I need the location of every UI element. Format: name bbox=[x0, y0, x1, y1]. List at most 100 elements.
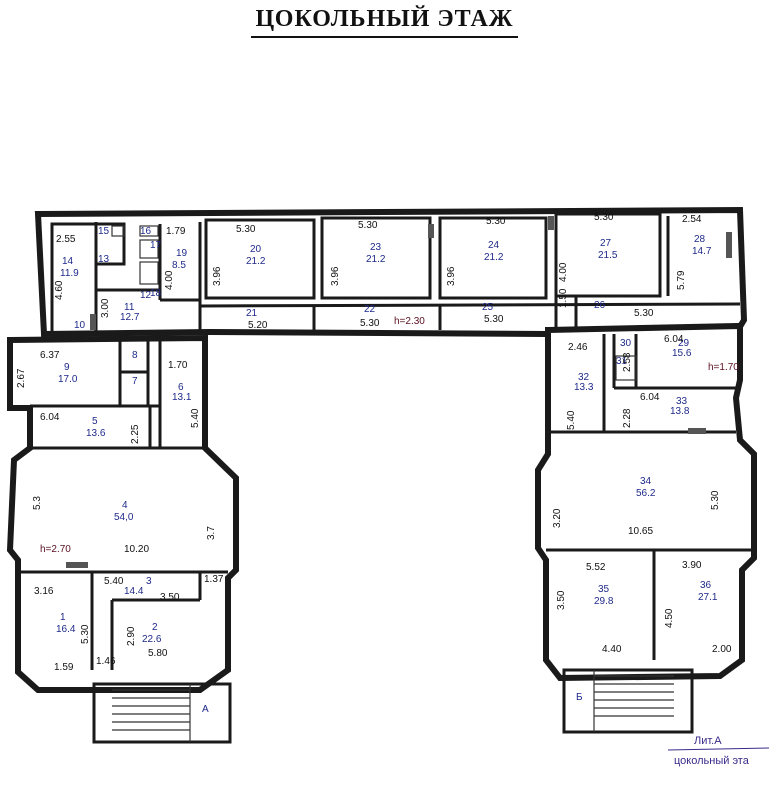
room-35-num: 35 bbox=[598, 584, 610, 595]
svg-text:3.96: 3.96 bbox=[446, 266, 457, 286]
room-19-num: 19 bbox=[176, 248, 188, 259]
svg-text:h=1.70: h=1.70 bbox=[708, 362, 739, 373]
svg-text:1.70: 1.70 bbox=[168, 360, 188, 371]
room-b-num: Б bbox=[576, 692, 583, 703]
plan-title: ЦОКОЛЬНЫЙ ЭТАЖ bbox=[0, 6, 769, 38]
room-1-area: 16.4 bbox=[56, 624, 76, 635]
svg-text:3.50: 3.50 bbox=[556, 590, 567, 610]
room-31-num: 31 bbox=[616, 356, 628, 367]
svg-text:5.52: 5.52 bbox=[586, 562, 606, 573]
svg-text:3.50: 3.50 bbox=[160, 592, 180, 603]
svg-text:Лит.А: Лит.А bbox=[694, 735, 722, 747]
room-21-num: 21 bbox=[246, 308, 258, 319]
svg-text:5.30: 5.30 bbox=[710, 490, 721, 510]
room-23-area: 21.2 bbox=[366, 254, 386, 265]
svg-text:2.67: 2.67 bbox=[16, 368, 27, 388]
room-35-area: 29.8 bbox=[594, 596, 614, 607]
room-2-area: 22.6 bbox=[142, 634, 162, 645]
svg-text:6.04: 6.04 bbox=[640, 392, 660, 403]
svg-text:3.90: 3.90 bbox=[682, 560, 702, 571]
room-19-area: 8.5 bbox=[172, 260, 186, 271]
svg-text:5.40: 5.40 bbox=[190, 408, 201, 428]
svg-text:цокольный эта: цокольный эта bbox=[674, 755, 750, 767]
svg-text:4.00: 4.00 bbox=[164, 270, 175, 290]
room-33-area: 13.8 bbox=[670, 406, 690, 417]
room-24-num: 24 bbox=[488, 240, 500, 251]
svg-text:5.30: 5.30 bbox=[236, 224, 256, 235]
svg-text:3.96: 3.96 bbox=[212, 266, 223, 286]
room-34-num: 34 bbox=[640, 476, 652, 487]
svg-text:1.37: 1.37 bbox=[204, 574, 224, 585]
svg-text:5.40: 5.40 bbox=[566, 410, 577, 430]
svg-text:5.30: 5.30 bbox=[594, 212, 614, 223]
room-2-num: 2 bbox=[152, 622, 158, 633]
svg-text:2.00: 2.00 bbox=[712, 644, 732, 655]
svg-text:2.46: 2.46 bbox=[568, 342, 588, 353]
room-32-area: 13.3 bbox=[574, 382, 594, 393]
stair-right bbox=[562, 668, 694, 734]
svg-text:h=2.70: h=2.70 bbox=[40, 544, 71, 555]
room-29-area: 15.6 bbox=[672, 348, 692, 359]
room-5-num: 5 bbox=[92, 416, 98, 427]
svg-text:1.79: 1.79 bbox=[166, 226, 186, 237]
svg-text:6.04: 6.04 bbox=[664, 334, 684, 345]
room-27-num: 27 bbox=[600, 238, 612, 249]
svg-text:5.30: 5.30 bbox=[634, 308, 654, 319]
room-5-area: 13.6 bbox=[86, 428, 106, 439]
room-26-num: 26 bbox=[594, 300, 606, 311]
room-a-num: А bbox=[202, 704, 209, 715]
svg-text:5.80: 5.80 bbox=[148, 648, 168, 659]
svg-text:h=2.30: h=2.30 bbox=[394, 316, 425, 327]
svg-text:4.40: 4.40 bbox=[602, 644, 622, 655]
room-15-num: 15 bbox=[98, 226, 110, 237]
dimension-labels: 2.55 1.79 4.60 3.00 5.30 3.96 4.00 5.30 … bbox=[16, 212, 732, 673]
room-32-num: 32 bbox=[578, 372, 590, 383]
room-4-num: 4 bbox=[122, 500, 128, 511]
svg-text:3.00: 3.00 bbox=[100, 298, 111, 318]
room-14-num: 14 bbox=[62, 256, 74, 267]
room-3-area: 14.4 bbox=[124, 586, 144, 597]
height-labels: h=2.30 h=1.70 h=2.70 bbox=[40, 316, 739, 555]
svg-text:10.20: 10.20 bbox=[124, 544, 149, 555]
svg-text:3.96: 3.96 bbox=[330, 266, 341, 286]
room-17-num: 17 bbox=[150, 240, 162, 251]
room-1-num: 1 bbox=[60, 612, 66, 623]
room-24-area: 21.2 bbox=[484, 252, 504, 263]
svg-text:3.20: 3.20 bbox=[552, 508, 563, 528]
svg-text:6.04: 6.04 bbox=[40, 412, 60, 423]
svg-text:4.60: 4.60 bbox=[54, 280, 65, 300]
left-wing-rooms bbox=[18, 340, 228, 670]
room-10-num: 10 bbox=[74, 320, 86, 331]
room-8-num: 8 bbox=[132, 350, 138, 361]
room-labels: 1 16.4 2 22.6 3 14.4 4 54,0 5 13.6 6 13.… bbox=[56, 226, 718, 715]
room-20-area: 21.2 bbox=[246, 256, 266, 267]
room-25-num: 25 bbox=[482, 302, 494, 313]
svg-text:5.20: 5.20 bbox=[248, 320, 268, 331]
svg-text:4.50: 4.50 bbox=[664, 608, 675, 628]
stair-left bbox=[92, 682, 232, 744]
svg-text:2.25: 2.25 bbox=[130, 424, 141, 444]
room-30-num: 30 bbox=[620, 338, 632, 349]
svg-text:2.55: 2.55 bbox=[56, 234, 76, 245]
room-11-area: 12.7 bbox=[120, 312, 140, 323]
top-wing-rooms bbox=[50, 212, 741, 336]
svg-text:5.30: 5.30 bbox=[360, 318, 380, 329]
svg-text:5.3: 5.3 bbox=[32, 496, 43, 510]
svg-text:5.40: 5.40 bbox=[104, 576, 124, 587]
room-11-num: 11 bbox=[124, 302, 135, 313]
right-wing-rooms bbox=[546, 334, 754, 660]
room-29-num: 29 bbox=[678, 338, 690, 349]
lit-stamp: Лит.А цокольный эта bbox=[667, 735, 769, 767]
room-9-area: 17.0 bbox=[58, 374, 78, 385]
room-4-area: 54,0 bbox=[114, 512, 134, 523]
svg-text:2.90: 2.90 bbox=[126, 626, 137, 646]
room-12-num: 12 bbox=[140, 290, 152, 301]
room-28-area: 14.7 bbox=[692, 246, 712, 257]
room-23-num: 23 bbox=[370, 242, 382, 253]
room-34-area: 56.2 bbox=[636, 488, 656, 499]
svg-text:4.00: 4.00 bbox=[558, 262, 569, 282]
svg-text:3.7: 3.7 bbox=[206, 526, 217, 540]
svg-text:5.30: 5.30 bbox=[486, 216, 506, 227]
room-27-area: 21.5 bbox=[598, 250, 618, 261]
